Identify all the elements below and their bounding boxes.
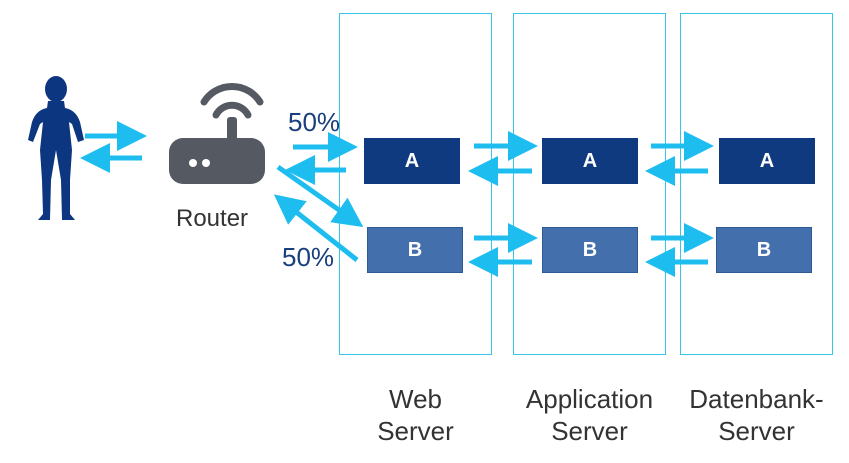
person-icon [28, 76, 84, 220]
web-server-label-line2: Server [377, 416, 454, 446]
application-server-label-line1: Application [525, 384, 654, 414]
application-server-label: Application Server [503, 383, 676, 447]
database-server-label: Datenbank- Server [670, 383, 843, 447]
percent-label-top: 50% [288, 107, 341, 137]
arrow-web-b-to-router [273, 194, 359, 262]
percent-label-bottom: 50% [282, 242, 335, 272]
arrow-router-to-web-b [276, 164, 364, 228]
router-icon [169, 82, 265, 184]
application-server-node-a: A [542, 138, 638, 184]
database-server-node-b: B [716, 227, 812, 273]
database-server-tier [680, 13, 833, 355]
database-server-node-a: A [719, 138, 815, 184]
database-server-label-line2: Server [718, 416, 795, 446]
web-server-label-line1: Web [389, 384, 442, 414]
database-server-label-line1: Datenbank- [689, 384, 824, 414]
application-server-label-line2: Server [551, 416, 628, 446]
web-server-node-a: A [364, 138, 460, 184]
application-server-node-b: B [542, 227, 638, 273]
web-server-label: Web Server [339, 383, 492, 447]
router-label: Router [176, 205, 249, 232]
web-server-node-b: B [367, 227, 463, 273]
